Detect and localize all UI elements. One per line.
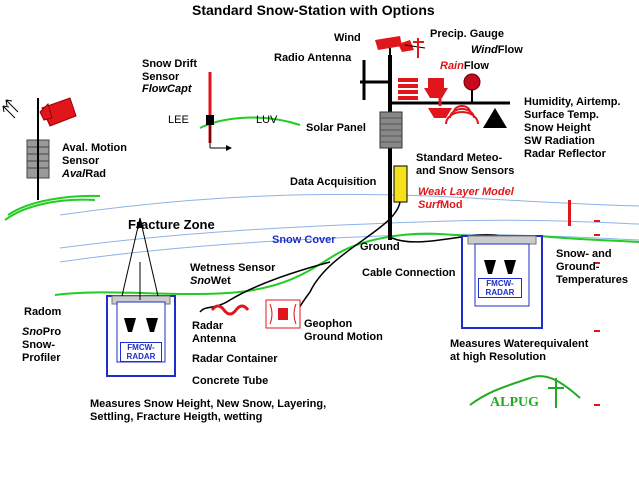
wetness-label-1: Wetness Sensor xyxy=(190,262,276,274)
snow-drift-label-2: Sensor xyxy=(142,71,180,83)
alpug-logo-text: ALPUG xyxy=(490,395,539,410)
water-eq-label-1: Measures Waterequivalent xyxy=(450,338,589,350)
diagram-title: Standard Snow-Station with Options xyxy=(192,2,435,18)
sensor-list-4: SW Radiation xyxy=(524,135,595,147)
data-acquisition-label: Data Acquisition xyxy=(290,176,377,188)
snopro-label-1: SnoPro xyxy=(22,326,62,338)
lee-label: LEE xyxy=(168,114,189,126)
rain-flow-label: RainFlow xyxy=(440,60,489,72)
snow-ground-label-3: Temperatures xyxy=(556,274,628,286)
wind-label: Wind xyxy=(334,32,361,44)
weak-layer-label-2: SurfMod xyxy=(418,199,463,211)
geophon-label-1: Geophon xyxy=(304,318,353,330)
geophon-sensor xyxy=(265,299,301,329)
sensor-list-5: Radar Reflector xyxy=(524,148,606,160)
left-fmcw-radar-label: FMCW-RADAR xyxy=(120,342,162,362)
concrete-tube-label: Concrete Tube xyxy=(192,375,269,387)
snow-ground-label-2: Ground- xyxy=(556,261,600,273)
snow-ground-label-1: Snow- and xyxy=(556,248,612,260)
radar-antenna-label-1: Radar xyxy=(192,320,224,332)
aval-motion-sensor xyxy=(2,97,77,200)
wetness-sensor-coil xyxy=(210,304,250,316)
weak-layer-label-1: Weak Layer Model xyxy=(418,186,514,198)
std-meteo-label-1: Standard Meteo- xyxy=(416,152,503,164)
radom-label: Radom xyxy=(24,306,62,318)
radar-antenna-label-2: Antenna xyxy=(192,333,236,345)
snow-cover-layer xyxy=(59,193,639,263)
snow-drift-label-1: Snow Drift xyxy=(142,58,197,70)
wetness-label-2: SnoWet xyxy=(190,275,231,287)
alpug-logo xyxy=(469,375,581,408)
fracture-zone-label: Fracture Zone xyxy=(128,217,215,232)
snow-drift-sensor xyxy=(206,72,232,151)
geophon-label-2: Ground Motion xyxy=(304,331,383,343)
measures-label-2: Settling, Fracture Heigth, wetting xyxy=(90,411,263,423)
sensor-list-1: Humidity, Airtemp. xyxy=(524,96,621,108)
cable-connection-label: Cable Connection xyxy=(362,267,456,279)
weather-mast xyxy=(360,36,510,240)
snow-cover-label: Snow Cover xyxy=(272,234,336,246)
std-meteo-label-2: and Snow Sensors xyxy=(416,165,515,177)
solar-panel-label: Solar Panel xyxy=(306,122,366,134)
aval-label-1: Aval. Motion xyxy=(62,142,127,154)
snow-drift-label-3: FlowCapt xyxy=(142,83,192,95)
hill-outline xyxy=(4,198,96,221)
sensor-list-2: Surface Temp. xyxy=(524,109,599,121)
radio-antenna-label: Radio Antenna xyxy=(274,52,352,64)
wind-flow-label: WindFlow xyxy=(471,44,523,56)
right-fmcw-radar-label: FMCW-RADAR xyxy=(478,278,522,298)
measures-label-1: Measures Snow Height, New Snow, Layering… xyxy=(90,398,327,410)
water-eq-label-2: at high Resolution xyxy=(450,351,546,363)
snopro-label-3: Profiler xyxy=(22,352,61,364)
temperature-probes xyxy=(568,200,600,406)
precip-gauge-label: Precip. Gauge xyxy=(430,28,504,40)
aval-label-3: AvalRad xyxy=(62,168,107,180)
aval-label-2: Sensor xyxy=(62,155,100,167)
luv-label: LUV xyxy=(256,114,278,126)
snopro-label-2: Snow- xyxy=(22,339,55,351)
cable-connection xyxy=(199,201,501,321)
ground-label: Ground xyxy=(360,241,400,253)
left-radar-tube xyxy=(106,217,176,377)
radar-container-label: Radar Container xyxy=(192,353,278,365)
sensor-list-3: Snow Height xyxy=(524,122,591,134)
